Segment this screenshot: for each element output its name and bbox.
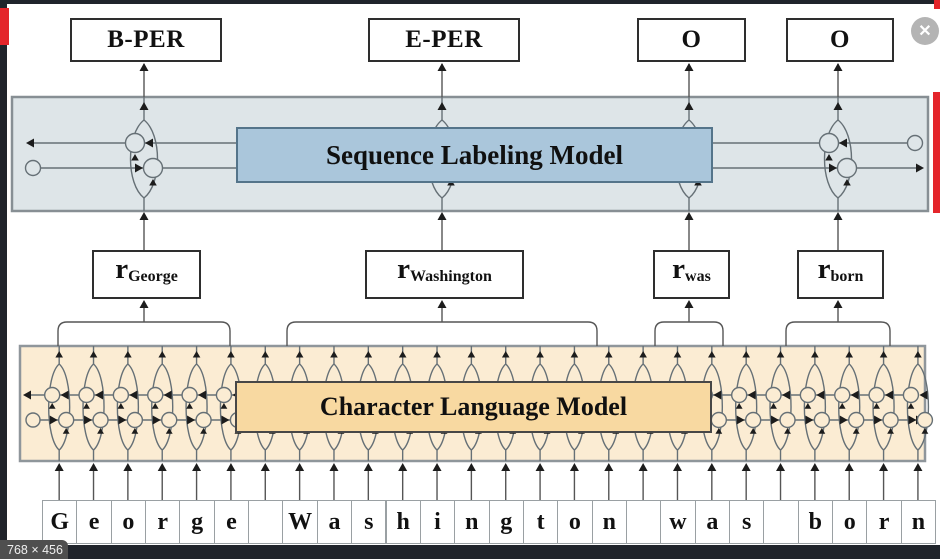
rep-symbol: r bbox=[817, 253, 831, 285]
char-cell: n bbox=[591, 500, 627, 544]
red-annotation-mark bbox=[0, 8, 9, 45]
char-cell: w bbox=[660, 500, 696, 544]
char-cell: a bbox=[694, 500, 730, 544]
char-cell: e bbox=[213, 500, 250, 544]
char-cell: o bbox=[832, 500, 868, 544]
char-cell: b bbox=[797, 500, 834, 544]
character-model-title: Character Language Model bbox=[319, 392, 628, 421]
red-annotation-mark bbox=[933, 92, 940, 213]
image-size-text: 768 × 456 bbox=[7, 542, 63, 557]
space-cell bbox=[248, 500, 284, 544]
char-cell: r bbox=[866, 500, 902, 544]
char-cell: n bbox=[454, 500, 490, 544]
char-cell: a bbox=[316, 500, 353, 544]
rep-subscript: Washington bbox=[410, 268, 492, 285]
char-cell: i bbox=[419, 500, 456, 544]
char-cell: n bbox=[900, 500, 937, 544]
tag-label: E-PER bbox=[405, 26, 483, 53]
tag-box-eper: E-PER bbox=[368, 18, 520, 62]
tag-box-o1: O bbox=[637, 18, 746, 62]
close-icon[interactable]: ✕ bbox=[911, 17, 939, 45]
character-language-model-box: Character Language Model bbox=[235, 381, 712, 433]
char-cell: s bbox=[351, 500, 387, 544]
tag-box-o2: O bbox=[786, 18, 894, 62]
sequence-labeling-model-box: Sequence Labeling Model bbox=[236, 127, 713, 183]
char-cell: s bbox=[729, 500, 765, 544]
tag-label: O bbox=[830, 26, 850, 53]
char-cell: g bbox=[488, 500, 524, 544]
char-cell: o bbox=[557, 500, 593, 544]
space-cell bbox=[763, 500, 799, 544]
char-cell: e bbox=[76, 500, 112, 544]
char-cell: g bbox=[179, 500, 215, 544]
rep-subscript: was bbox=[685, 268, 711, 285]
char-cell: r bbox=[145, 500, 181, 544]
red-annotation-mark bbox=[934, 0, 940, 9]
tag-box-bper: B-PER bbox=[70, 18, 222, 62]
char-cell: W bbox=[282, 500, 318, 544]
space-cell bbox=[625, 500, 662, 544]
rep-symbol: r bbox=[115, 253, 129, 285]
char-cell: o bbox=[110, 500, 147, 544]
close-glyph: ✕ bbox=[918, 23, 932, 40]
image-size-badge: 768 × 456 bbox=[0, 540, 68, 559]
char-cell: h bbox=[385, 500, 421, 544]
char-cell: G bbox=[42, 500, 78, 544]
sequence-model-title: Sequence Labeling Model bbox=[325, 139, 623, 170]
rep-subscript: born bbox=[830, 268, 864, 285]
rep-symbol: r bbox=[672, 253, 686, 285]
rep-symbol: r bbox=[397, 253, 411, 285]
rep-subscript: George bbox=[128, 268, 178, 285]
char-cell: t bbox=[522, 500, 559, 544]
tag-label: O bbox=[681, 26, 702, 53]
tag-label: B-PER bbox=[107, 26, 185, 53]
